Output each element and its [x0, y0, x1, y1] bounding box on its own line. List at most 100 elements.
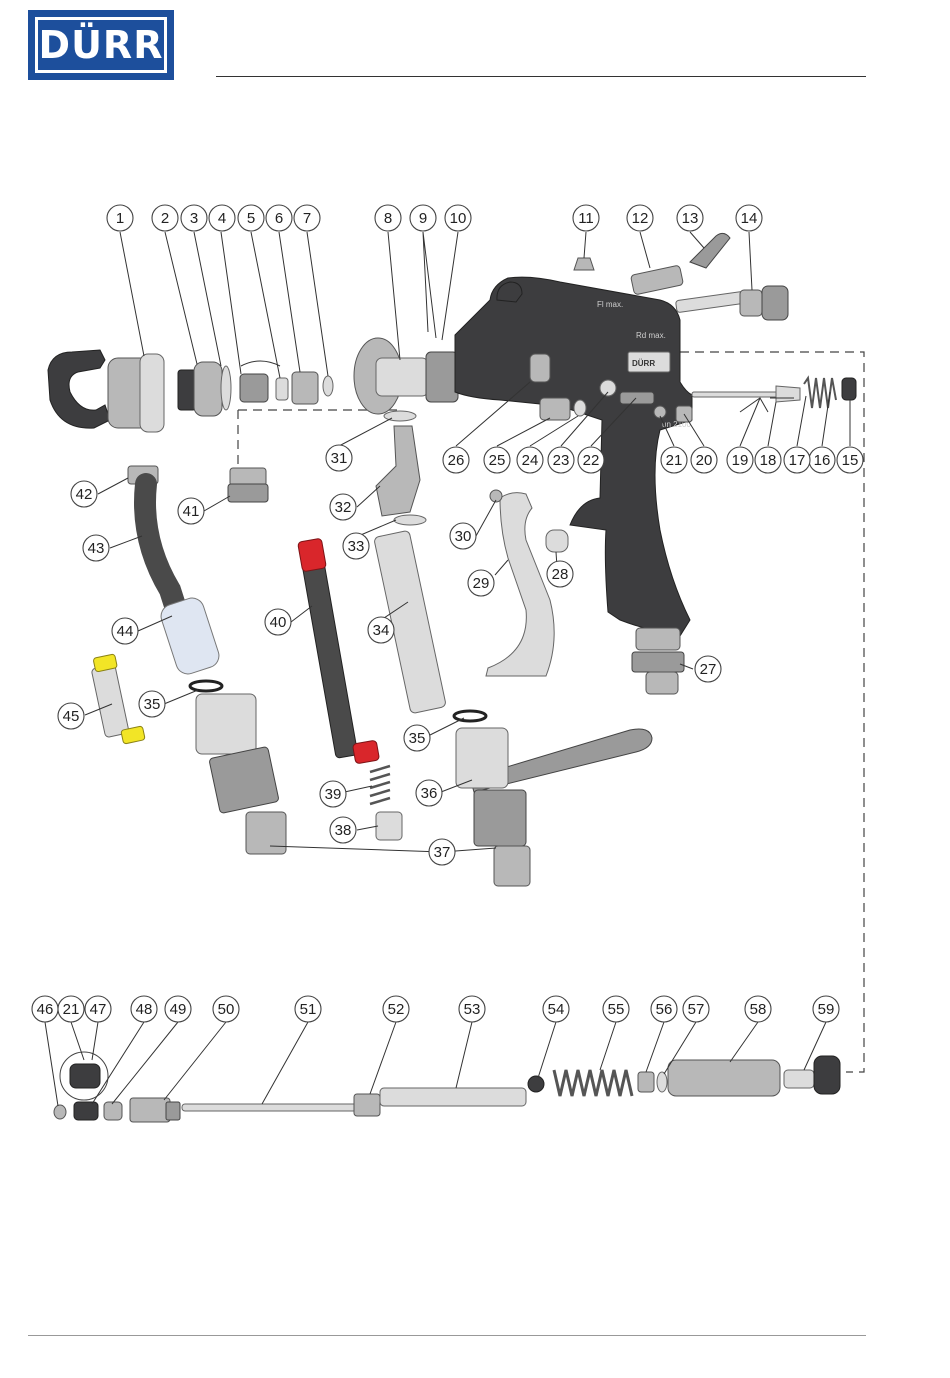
callout-49: 49: [165, 996, 191, 1022]
callout-label: 34: [373, 622, 390, 639]
callout-label: 40: [270, 614, 287, 631]
callout-26: 26: [443, 447, 469, 473]
callout-label: 46: [37, 1001, 54, 1018]
callout-53: 53: [459, 996, 485, 1022]
callout-54: 54: [543, 996, 569, 1022]
callout-21: 21: [661, 447, 687, 473]
callout-label: 16: [814, 452, 831, 469]
callout-18: 18: [755, 447, 781, 473]
callout-label: 43: [88, 540, 105, 557]
callout-23: 23: [548, 447, 574, 473]
callout-7: 7: [294, 205, 320, 231]
callout-22: 22: [578, 447, 604, 473]
callout-31: 31: [326, 445, 352, 471]
callout-label: 56: [656, 1001, 673, 1018]
callout-39: 39: [320, 781, 346, 807]
callout-label: 36: [421, 785, 438, 802]
callout-label: 13: [682, 210, 699, 227]
callout-label: 20: [696, 452, 713, 469]
callout-label: 10: [450, 210, 467, 227]
callout-10: 10: [445, 205, 471, 231]
callout-57: 57: [683, 996, 709, 1022]
callout-37: 37: [429, 839, 455, 865]
callout-44: 44: [112, 618, 138, 644]
callout-label: 27: [700, 661, 717, 678]
callout-14: 14: [736, 205, 762, 231]
callout-label: 11: [578, 210, 594, 227]
callout-label: 24: [522, 452, 539, 469]
callout-label: 17: [789, 452, 806, 469]
trigger: [486, 493, 554, 676]
callout-label: 21: [666, 452, 683, 469]
callout-label: 5: [247, 210, 255, 227]
callout-label: 58: [750, 1001, 767, 1018]
callout-33: 33: [343, 533, 369, 559]
callout-35: 35: [404, 725, 430, 751]
callout-17: 17: [784, 447, 810, 473]
callout-label: 53: [464, 1001, 481, 1018]
callout-label: 6: [275, 210, 283, 227]
callout-label: 8: [384, 210, 392, 227]
callout-43: 43: [83, 535, 109, 561]
callout-label: 42: [76, 486, 93, 503]
callout-label: 31: [331, 450, 348, 467]
callout-58: 58: [745, 996, 771, 1022]
callout-32: 32: [330, 494, 356, 520]
callout-label: 28: [552, 566, 569, 583]
callout-label: 35: [144, 696, 161, 713]
callout-36: 36: [416, 780, 442, 806]
callout-27: 27: [695, 656, 721, 682]
callout-label: 4: [218, 210, 226, 227]
callout-6: 6: [266, 205, 292, 231]
callout-label: 55: [608, 1001, 625, 1018]
callout-label: 32: [335, 499, 352, 516]
callout-59: 59: [813, 996, 839, 1022]
callout-label: 57: [688, 1001, 705, 1018]
callout-52: 52: [383, 996, 409, 1022]
callout-label: 48: [136, 1001, 153, 1018]
callout-label: 25: [489, 452, 506, 469]
callout-label: 37: [434, 844, 451, 861]
callout-label: 3: [190, 210, 198, 227]
callout-label: 9: [419, 210, 427, 227]
callout-label: 41: [183, 503, 200, 520]
callout-24: 24: [517, 447, 543, 473]
callout-label: 30: [455, 528, 472, 545]
callout-label: 47: [90, 1001, 107, 1018]
callout-2: 2: [152, 205, 178, 231]
callout-label: 15: [842, 452, 859, 469]
callout-label: 51: [300, 1001, 317, 1018]
callout-41: 41: [178, 498, 204, 524]
callout-46: 46: [32, 996, 58, 1022]
callout-11: 11: [573, 205, 599, 231]
callout-47: 47: [85, 996, 111, 1022]
callout-5: 5: [238, 205, 264, 231]
callout-40: 40: [265, 609, 291, 635]
callout-label: 21: [63, 1001, 80, 1018]
callout-label: 19: [732, 452, 749, 469]
callout-label: 26: [448, 452, 465, 469]
callout-42: 42: [71, 481, 97, 507]
callout-label: 33: [348, 538, 365, 555]
callout-label: 59: [818, 1001, 835, 1018]
gun-label-rd-max: Rd max.: [636, 331, 666, 340]
callout-1: 1: [107, 205, 133, 231]
callout-38: 38: [330, 817, 356, 843]
callout-label: 12: [632, 210, 649, 227]
callout-label: 22: [583, 452, 600, 469]
callout-label: 45: [63, 708, 80, 725]
callout-56: 56: [651, 996, 677, 1022]
callout-55: 55: [603, 996, 629, 1022]
gun-badge: DÜRR: [632, 359, 655, 368]
callout-label: 23: [553, 452, 570, 469]
callout-label: 44: [117, 623, 134, 640]
callout-28: 28: [547, 561, 573, 587]
callout-4: 4: [209, 205, 235, 231]
callout-label: 39: [325, 786, 342, 803]
callout-13: 13: [677, 205, 703, 231]
callout-15: 15: [837, 447, 863, 473]
callout-19: 19: [727, 447, 753, 473]
callout-9: 9: [410, 205, 436, 231]
